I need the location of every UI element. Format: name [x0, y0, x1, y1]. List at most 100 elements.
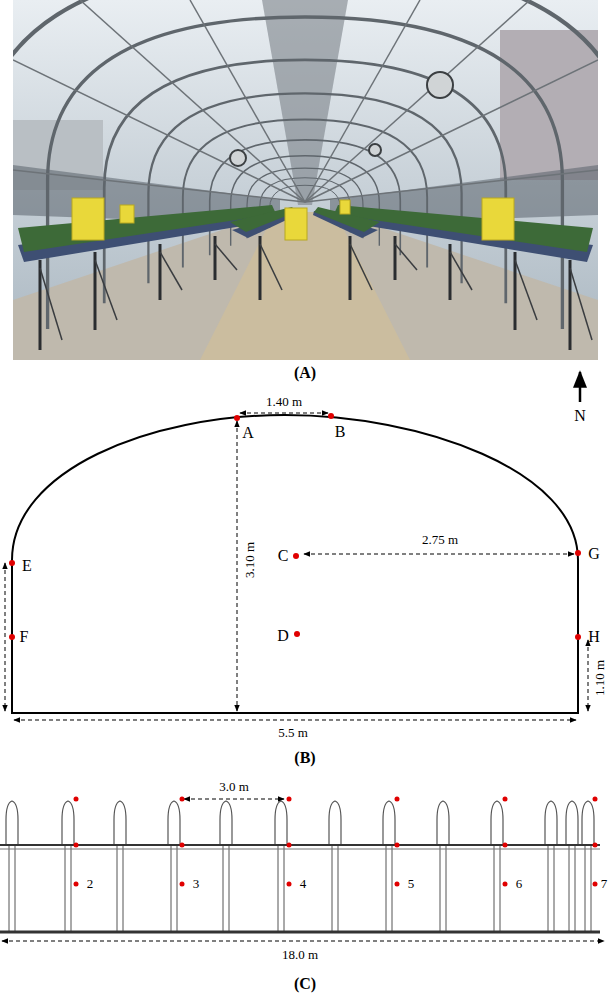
sensor-dot — [287, 843, 292, 848]
post-line — [554, 845, 555, 932]
post-line — [123, 845, 124, 932]
purlin-line — [305, 0, 530, 202]
bench-leg — [394, 236, 397, 280]
sensor-dot — [593, 882, 598, 887]
post-line — [494, 845, 495, 932]
hoop-profile — [168, 801, 180, 845]
yellow-sticky-trap — [285, 208, 307, 240]
greenhouse-walls — [12, 560, 578, 713]
bench-brace — [40, 268, 62, 340]
dimension-arrow — [184, 799, 284, 800]
post-line — [446, 845, 447, 932]
post-line — [171, 845, 172, 932]
dimension-label: 1.10 m — [593, 659, 607, 697]
hoop-arch — [13, 0, 598, 360]
hoop-profile — [545, 801, 557, 845]
dimension-label: 3.0 m — [218, 780, 250, 794]
sensor-dot — [74, 843, 79, 848]
panel-label: (C) — [294, 975, 316, 993]
post-line — [392, 845, 393, 932]
sensor-dot — [9, 634, 15, 640]
sensor-number: 4 — [300, 877, 307, 891]
sensor-dot — [593, 843, 598, 848]
sensor-dot — [395, 797, 400, 802]
sensor-dot — [503, 843, 508, 848]
dimension-arrow — [588, 640, 589, 711]
point-label: G — [588, 545, 600, 563]
dimension-arrow — [2, 941, 604, 942]
bench-brace — [160, 252, 182, 290]
sky-background — [13, 0, 598, 360]
point-label: F — [20, 628, 29, 646]
sensor-dot — [328, 413, 334, 419]
bench-brace — [350, 244, 372, 290]
sensor-number: 5 — [408, 877, 415, 891]
sensor-dot — [294, 631, 300, 637]
hoop-profile — [566, 801, 578, 845]
hoop-profile — [582, 801, 594, 845]
bench-brace — [260, 244, 282, 290]
hoop-arch — [183, 119, 427, 267]
post-line — [338, 845, 339, 932]
hoop-arch — [48, 17, 563, 329]
point-label: C — [278, 547, 289, 565]
top-rail — [0, 844, 600, 846]
purlin-line — [305, 170, 598, 202]
post-line — [284, 845, 285, 932]
post-line — [591, 845, 592, 932]
yellow-sticky-trap — [120, 205, 134, 223]
sensor-dot — [575, 550, 581, 556]
dimension-arrow — [14, 720, 576, 721]
dimension-arrow — [5, 563, 6, 711]
ground-line — [0, 931, 600, 934]
dimension-label: 3.10 m — [243, 541, 257, 579]
purlin-line — [13, 170, 305, 202]
sensor-dot — [287, 882, 292, 887]
bench-brace — [95, 260, 117, 320]
hoop-profile — [62, 801, 74, 845]
sensor-number: 6 — [516, 877, 523, 891]
greenhouse-photo — [13, 0, 598, 360]
point-label: E — [22, 557, 32, 575]
dimension-label: 2.75 m — [421, 533, 459, 547]
hoop-arch — [148, 93, 461, 283]
sensor-number: 3 — [193, 877, 200, 891]
post-line — [575, 845, 576, 932]
greenhouse-arch — [12, 415, 578, 560]
hoop-arch — [210, 140, 401, 255]
building-right — [500, 30, 598, 180]
sensor-dot — [74, 797, 79, 802]
sensor-dot — [234, 415, 240, 421]
sensor-dot — [575, 634, 581, 640]
hoop-profile — [6, 801, 18, 845]
side-view — [0, 797, 604, 942]
post-line — [15, 845, 16, 932]
post-line — [9, 845, 10, 932]
circulation-fan — [427, 72, 453, 98]
purlin-line — [305, 60, 598, 202]
sensor-dot — [180, 843, 185, 848]
dimension-label: 5.5 m — [277, 726, 309, 740]
sensor-dot — [293, 553, 299, 559]
sensor-dot — [180, 797, 185, 802]
dimension-label: 18.0 m — [281, 948, 319, 962]
sensor-dot — [74, 882, 79, 887]
sensor-dot — [9, 560, 15, 566]
hoop-arch — [104, 60, 506, 303]
hoop-profile — [383, 801, 395, 845]
yellow-sticky-trap — [72, 198, 104, 240]
post-line — [117, 845, 118, 932]
hoop-profile — [437, 801, 449, 845]
post-line — [440, 845, 441, 932]
post-line — [332, 845, 333, 932]
post-line — [223, 845, 224, 932]
point-label: H — [588, 628, 600, 646]
yellow-sticky-trap — [340, 200, 350, 214]
purlin-line — [305, 0, 420, 202]
bench-brace — [450, 252, 472, 290]
sensor-number: 2 — [87, 877, 94, 891]
panel-label: (B) — [294, 749, 315, 767]
post-line — [569, 845, 570, 932]
circulation-fan — [369, 144, 381, 156]
bench-leg — [214, 236, 217, 280]
